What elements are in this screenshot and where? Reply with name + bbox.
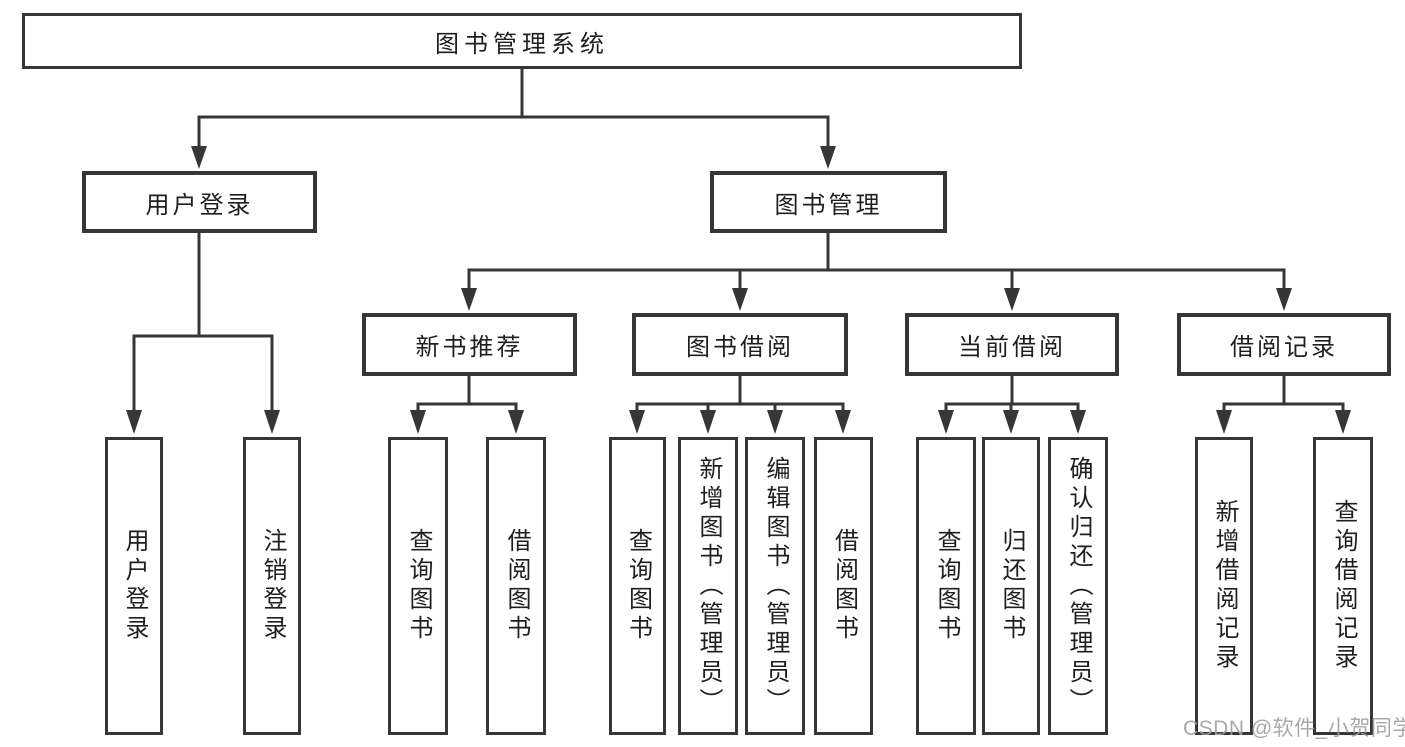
node-leaf-confirm-return-admin: 确认归还（管理员） — [1048, 437, 1108, 735]
connector-book-borrowing-to-leaves — [629, 376, 851, 434]
node-leaf-query-books-current: 查询图书 — [916, 437, 976, 735]
node-label: 查询图书 — [624, 528, 652, 644]
node-leaf-query-books-recommend: 查询图书 — [388, 437, 448, 735]
node-label: 确认归还（管理员） — [1065, 455, 1092, 717]
node-book-management: 图书管理 — [710, 171, 947, 233]
node-label: 用户登录 — [145, 191, 254, 219]
node-label: 新增图书（管理员） — [695, 455, 722, 717]
node-leaf-borrow-books-borrowing: 借阅图书 — [814, 437, 873, 735]
node-user-login: 用户登录 — [82, 171, 317, 233]
connector-new-book-recommendation-to-leaves — [410, 376, 524, 434]
node-leaf-return-books: 归还图书 — [982, 437, 1040, 735]
node-label: 注销登录 — [259, 528, 286, 644]
node-label: 当前借阅 — [958, 334, 1066, 361]
node-label: 查询图书 — [405, 528, 432, 644]
node-label: 编辑图书（管理员） — [762, 455, 789, 717]
node-label: 新书推荐 — [415, 334, 524, 361]
node-leaf-edit-books-admin: 编辑图书（管理员） — [745, 437, 805, 735]
node-leaf-user-login: 用户登录 — [105, 437, 163, 735]
node-leaf-borrow-books-recommend: 借阅图书 — [486, 437, 546, 735]
node-leaf-add-books-admin: 新增图书（管理员） — [678, 437, 738, 735]
node-label: 借阅图书 — [503, 528, 530, 644]
node-label: 借阅记录 — [1230, 334, 1338, 361]
node-leaf-query-borrow-record: 查询借阅记录 — [1313, 437, 1373, 735]
csdn-watermark: CSDN @软件_小贺同学 — [1183, 717, 1405, 740]
node-label: 借阅图书 — [830, 528, 858, 644]
connector-book-management-to-level3 — [461, 233, 1292, 311]
connector-root-to-level2 — [191, 69, 836, 169]
node-label: 归还图书 — [998, 528, 1025, 644]
node-label: 新增借阅记录 — [1211, 499, 1238, 673]
node-label: 用户登录 — [121, 528, 148, 644]
connector-borrowing-records-to-leaves — [1216, 376, 1351, 434]
node-current-borrowing: 当前借阅 — [905, 313, 1119, 376]
node-library-management-system: 图书管理系统 — [22, 13, 1022, 69]
node-label: 图书管理系统 — [435, 30, 609, 58]
connector-current-borrowing-to-leaves — [938, 376, 1086, 434]
connector-user-login-to-leaves — [126, 233, 280, 434]
node-label: 图书管理 — [774, 191, 883, 219]
node-label: 图书借阅 — [686, 334, 794, 361]
node-borrowing-records: 借阅记录 — [1177, 313, 1391, 376]
node-leaf-add-borrow-record: 新增借阅记录 — [1195, 437, 1253, 735]
node-leaf-query-books-borrowing: 查询图书 — [609, 437, 666, 735]
node-leaf-logout: 注销登录 — [243, 437, 301, 735]
node-new-book-recommendation: 新书推荐 — [362, 313, 577, 376]
node-label: 查询图书 — [933, 528, 960, 644]
node-label: 查询借阅记录 — [1330, 499, 1357, 673]
node-book-borrowing: 图书借阅 — [632, 313, 848, 376]
